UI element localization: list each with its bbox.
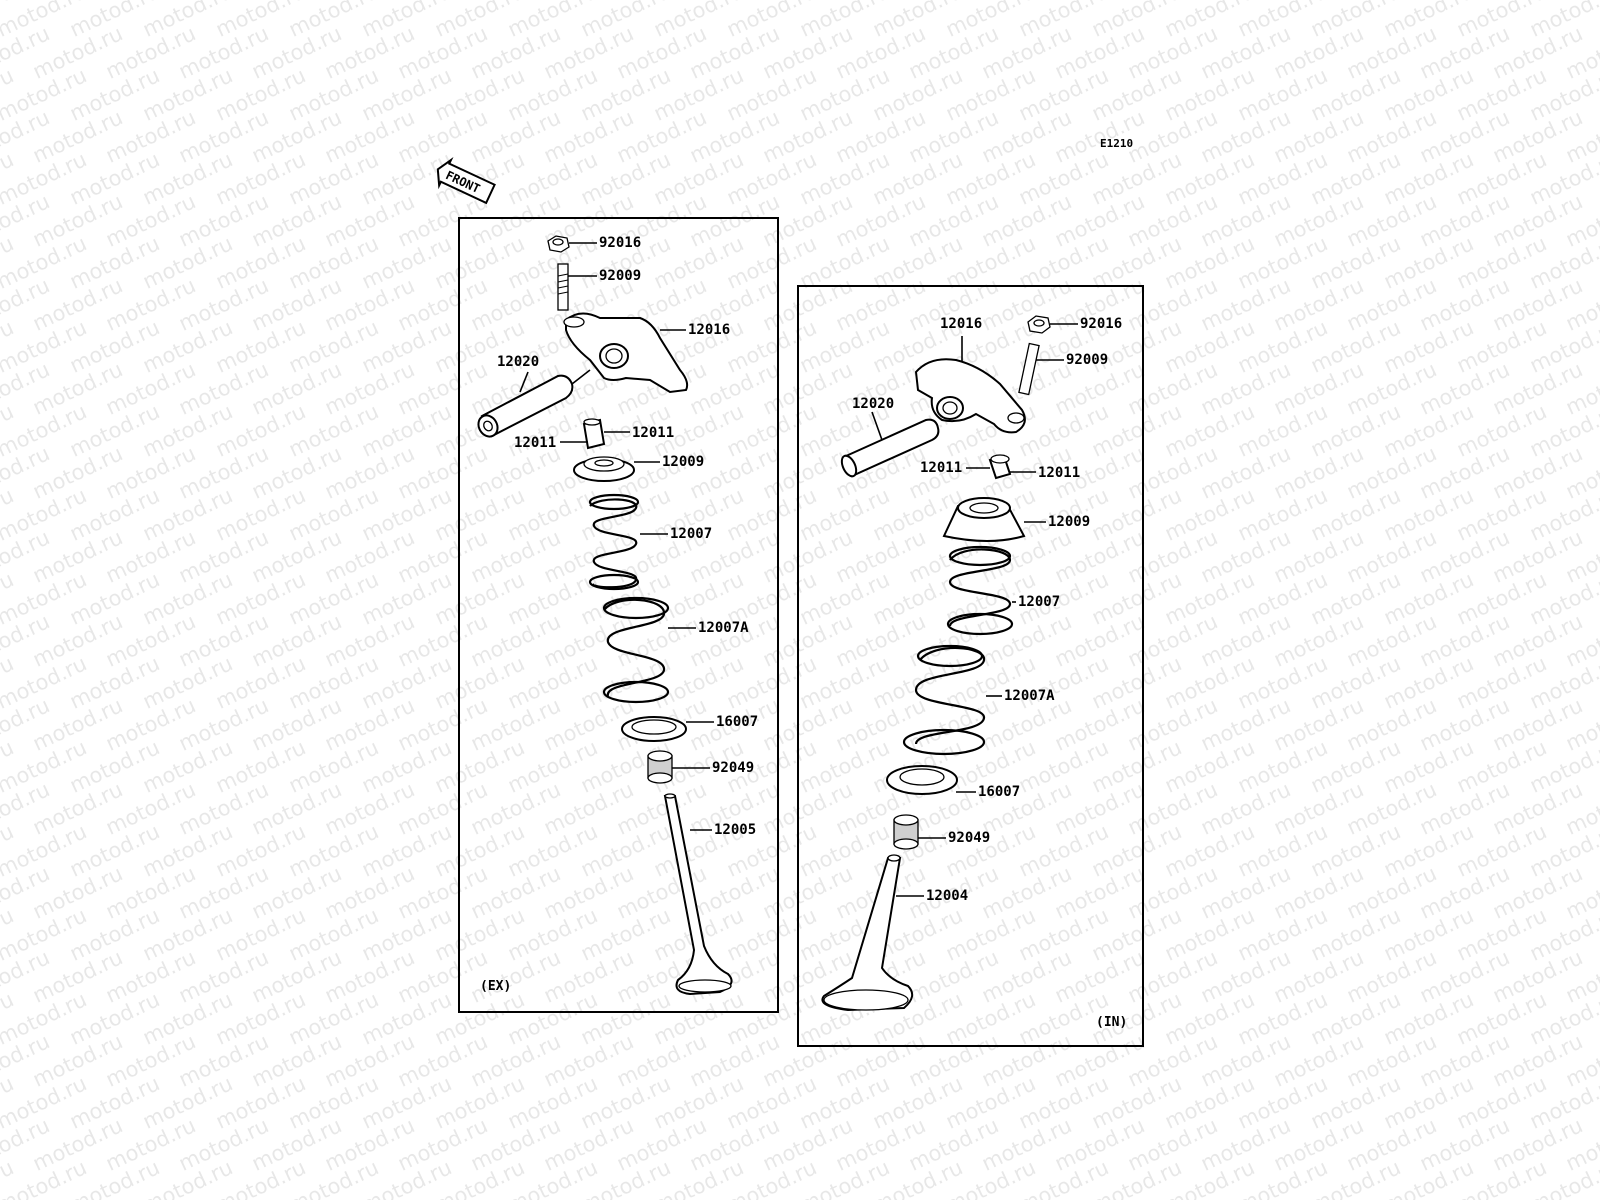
in-retainer-12009: [942, 497, 1046, 542]
in-nut-92016: [1027, 315, 1078, 334]
ex-label-92049: 92049: [712, 760, 754, 776]
ex-label-12009: 12009: [662, 454, 704, 470]
ex-retainer-12009: [573, 456, 660, 482]
ex-screw-92009: [557, 263, 597, 311]
in-rocker-arm-12016: [914, 336, 1026, 434]
ex-panel-frame: [458, 217, 779, 1013]
in-label-12009: 12009: [1048, 514, 1090, 530]
ex-valve-12005: [663, 793, 733, 996]
in-label-12016: 12016: [940, 316, 982, 332]
ex-label-12007a: 12007A: [698, 620, 749, 636]
ex-label-12011-left: 12011: [514, 435, 556, 451]
in-screw-92009: [1018, 342, 1064, 396]
ex-panel: 92016 92009 12016 12020: [458, 217, 779, 1013]
in-shaft-12020: [840, 411, 940, 478]
ex-label-12007: 12007: [670, 526, 712, 542]
in-label-12007: 12007: [1018, 594, 1060, 610]
in-label-12007a: 12007A: [1004, 688, 1055, 704]
in-inner-spring-12007: [946, 545, 1016, 636]
in-label-92016: 92016: [1080, 316, 1122, 332]
front-arrow: FRONT: [436, 157, 496, 205]
ex-label-12020: 12020: [497, 354, 539, 370]
ex-outer-spring-12007a: [602, 596, 696, 704]
in-outer-spring-12007a: [902, 644, 1002, 756]
ex-label-92016: 92016: [599, 235, 641, 251]
in-panel-tag: (IN): [1096, 1015, 1127, 1030]
in-label-12004: 12004: [926, 888, 968, 904]
diagram-code: E1210: [1100, 137, 1133, 150]
in-valve-seal-92049: [893, 814, 946, 850]
ex-valve-seal-92049: [647, 750, 710, 784]
ex-shaft-12020: [477, 369, 591, 438]
in-label-16007: 16007: [978, 784, 1020, 800]
ex-label-16007: 16007: [716, 714, 758, 730]
ex-panel-tag: (EX): [480, 979, 511, 994]
ex-nut-92016: [547, 235, 597, 253]
in-label-92049: 92049: [948, 830, 990, 846]
in-panel: 12016 92016 92009 12020 12011 12: [797, 285, 1144, 1047]
ex-spring-seat-16007: [621, 716, 714, 742]
in-label-92009: 92009: [1066, 352, 1108, 368]
ex-label-12011-right: 12011: [632, 425, 674, 441]
ex-label-12016: 12016: [688, 322, 730, 338]
ex-collet-12011: [560, 418, 630, 450]
in-valve-12004: [821, 854, 924, 1012]
ex-rocker-arm-12016: [563, 312, 689, 394]
in-collet-12011: [966, 454, 1036, 480]
ex-label-92009: 92009: [599, 268, 641, 284]
in-label-12020: 12020: [852, 396, 894, 412]
ex-label-12005: 12005: [714, 822, 756, 838]
in-label-12011-left: 12011: [920, 460, 962, 476]
in-label-12011-right: 12011: [1038, 465, 1080, 481]
in-spring-seat-16007: [886, 765, 976, 795]
in-panel-frame: [797, 285, 1144, 1047]
ex-inner-spring-12007: [588, 493, 668, 591]
